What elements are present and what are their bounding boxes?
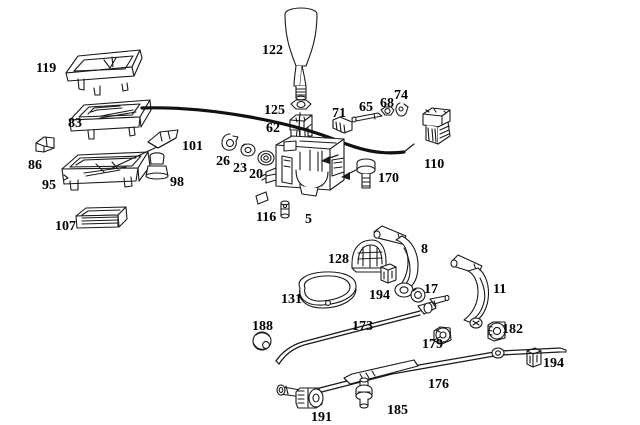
callout-sealing-frame-gasket: 131 <box>281 292 302 307</box>
part-23-washer <box>240 143 256 157</box>
part-86-clip <box>35 136 55 153</box>
callout-ball-socket-joint: 188 <box>252 319 273 334</box>
callout-connecting-rod-upper: 173 <box>352 319 373 334</box>
part-185-ball-stud <box>355 377 373 409</box>
callout-hex-nut: 68 <box>380 96 394 111</box>
part-8-selector-arm <box>373 225 419 298</box>
part-65-pin <box>351 112 383 123</box>
part-95-base-frame <box>61 151 151 191</box>
part-173-rod-upper <box>275 294 450 365</box>
part-182-bushing <box>487 321 506 342</box>
callout-electrical-connector: 110 <box>424 157 445 172</box>
part-101-wedge <box>147 129 179 149</box>
callout-bushing: 179 <box>422 337 443 352</box>
callout-washer: 23 <box>233 161 247 176</box>
part-71-contact-plate <box>332 116 353 134</box>
callout-flange-bolt: 170 <box>378 171 399 186</box>
callout-lever-bushing: 62 <box>266 121 280 136</box>
callout-seal-ring: 20 <box>249 167 263 182</box>
callout-shift-housing-assembly: 5 <box>305 212 312 227</box>
callout-connecting-rod-lower: 176 <box>428 377 449 392</box>
callout-sleeve-nut: 191 <box>311 410 332 425</box>
part-128-boot-cap <box>351 239 387 273</box>
part-107-rubber-mat <box>75 206 128 229</box>
callout-mounting-grommet: 98 <box>170 175 184 190</box>
callout-shift-console-trim-bezel: 119 <box>36 61 57 76</box>
callout-shift-gate-indicator-plate: 83 <box>68 116 82 131</box>
part-125-lock-nut <box>290 99 312 110</box>
part-74-spring-clip <box>395 102 409 117</box>
part-191-sleeve-nut <box>295 387 324 409</box>
callout-dowel-pin: 116 <box>256 210 277 225</box>
part-188-ball-socket <box>252 331 272 351</box>
callout-spring-clip-small: 194 <box>543 356 564 371</box>
part-122-shift-knob <box>284 7 318 101</box>
part-26-circlip <box>221 133 239 151</box>
callout-ball-stud: 185 <box>387 403 408 418</box>
callout-wedge-slide: 101 <box>182 139 203 154</box>
callout-bushing-large: 182 <box>502 322 523 337</box>
part-179-bushing <box>433 326 452 345</box>
callout-rubber-mat-insert: 107 <box>55 219 76 234</box>
part-83-indicator-plate <box>69 99 152 140</box>
callout-pin-dowel: 65 <box>359 100 373 115</box>
part-116-dowel-pin <box>280 200 290 219</box>
part-119-trim-bezel <box>65 49 143 96</box>
callout-spring-clip: 74 <box>394 88 408 103</box>
part-98-grommet <box>145 152 169 180</box>
part-11-relay-arm <box>450 254 490 329</box>
callout-circlip: 26 <box>216 154 230 169</box>
part-131-gasket <box>298 271 357 309</box>
part-17-bushing <box>410 287 426 303</box>
part-170-bolt <box>356 158 376 189</box>
part-5-shift-housing <box>255 135 345 205</box>
callout-console-base-frame: 95 <box>42 178 56 193</box>
callout-spring-clip-small: 194 <box>369 288 390 303</box>
part-176-rod-lower <box>276 347 567 398</box>
callout-bushing-sleeve: 17 <box>424 282 438 297</box>
callout-relay-lever-arm: 11 <box>493 282 507 297</box>
part-194-clip-right <box>526 347 542 368</box>
part-68-nut <box>380 106 395 116</box>
part-194-clip-left <box>380 263 397 284</box>
part-110-connector <box>422 107 451 145</box>
callout-boot-cap: 128 <box>328 252 349 267</box>
callout-selector-lever-arm: 8 <box>421 242 428 257</box>
shift-cable <box>140 106 406 155</box>
part-20-seal-ring <box>257 150 275 166</box>
callout-lock-nut: 125 <box>264 103 285 118</box>
callout-retaining-clip: 86 <box>28 158 42 173</box>
callout-contact-plate: 71 <box>332 106 346 121</box>
callout-gearshift-knob-lever: 122 <box>262 43 283 58</box>
